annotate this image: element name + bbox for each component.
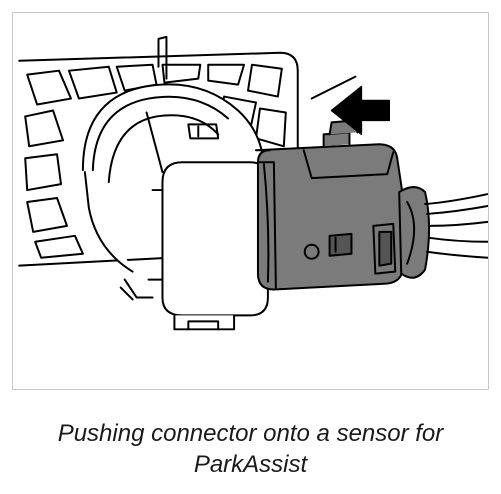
figure-caption: Pushing connector onto a sensor for Park… [0, 418, 501, 480]
illustration-frame [12, 12, 489, 390]
electrical-connector [254, 119, 430, 291]
caption-line-2: ParkAssist [193, 451, 308, 478]
parkassist-sensor [81, 83, 265, 301]
push-direction-arrow-icon [310, 75, 391, 136]
sensor-socket [147, 161, 269, 331]
connector-wires [424, 193, 488, 259]
connector-illustration [18, 35, 488, 331]
caption-line-1: Pushing connector onto a sensor for [57, 420, 444, 447]
